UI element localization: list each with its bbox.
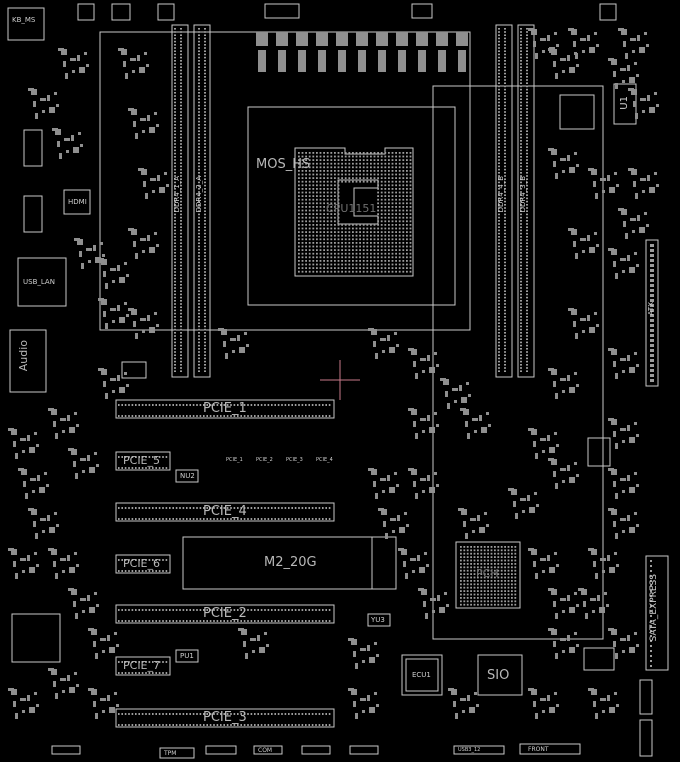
pcie-5-label: PCIE_5 (123, 454, 161, 467)
crosshair-cursor (320, 360, 360, 400)
mos-heatsink-outline (247, 106, 456, 306)
ecu1-chip (401, 654, 443, 696)
hdmi-label: HDMI (68, 198, 87, 206)
m2-label: M2_20G (264, 555, 317, 570)
sio-label: SIO (487, 668, 510, 683)
pcie-6-label: PCIE_6 (123, 557, 161, 570)
audio-label: Audio (17, 340, 30, 372)
sata-express-label: SATA_EXPRESS (649, 574, 659, 642)
atx-label: ATX (647, 302, 655, 316)
cpu-socket-label: CPU1151 (326, 202, 377, 215)
pch-chip (455, 541, 521, 609)
yu3-label: YU3 (371, 616, 385, 624)
pcie-2-label: PCIE_2 (203, 606, 247, 621)
ps-4-label: PCIE_4 (316, 457, 333, 463)
sata-express-connector (645, 555, 669, 671)
dimm-slot-4b (495, 24, 513, 378)
pch-label: PCH (476, 567, 499, 580)
dimm-slot-1a (171, 24, 189, 378)
atx-connector (645, 239, 659, 387)
dimm-1a-label: DDR4_1_A (173, 176, 181, 213)
front-header-label: FRONT (528, 746, 549, 753)
kb-ms-label: KB_MS (12, 16, 36, 24)
dimm-slot-3b (517, 24, 535, 378)
pcie-slot-2 (115, 604, 335, 624)
dimm-4b-label: DDR4_4_B (497, 176, 505, 213)
pcie-3-label: PCIE_3 (203, 710, 247, 725)
dimm-2a-label: DDR4_2_A (195, 176, 203, 213)
nu2-label: NU2 (180, 472, 195, 480)
usb3-header-label: USB3_12 (458, 747, 481, 753)
usb-lan-label: USB_LAN (23, 278, 55, 286)
pcie-slot-7 (115, 656, 171, 676)
mos-hs-label: MOS_HS (256, 157, 311, 172)
ps-1-label: PCIE_1 (226, 457, 243, 463)
pcie-1-label: PCIE_1 (203, 401, 247, 416)
pcie-slot-1 (115, 399, 335, 419)
cpu-socket-outline (294, 147, 414, 277)
pcie-slot-4 (115, 502, 335, 522)
pcie-7-label: PCIE_7 (123, 659, 161, 672)
pcie-4-label: PCIE_4 (203, 504, 247, 519)
pu1-label: PU1 (180, 652, 194, 660)
sio-chip (477, 654, 523, 696)
u1-label: U1 (619, 96, 630, 110)
dimm-3b-label: DDR4_3_B (519, 176, 527, 213)
dimm-slot-2a (193, 24, 211, 378)
ecu1-label: ECU1 (412, 671, 431, 679)
ps-3-label: PCIE_3 (286, 457, 303, 463)
audio-port (9, 329, 47, 393)
ps-2-label: PCIE_2 (256, 457, 273, 463)
kb-ms-port (7, 7, 45, 41)
pcie-slot-5 (115, 451, 171, 471)
usb-lan-port (17, 257, 67, 307)
tpm-header-label: TPM (164, 750, 177, 757)
pcie-slot-3 (115, 708, 335, 728)
com-header-label: COM (258, 747, 273, 754)
pcie-slot-6 (115, 554, 171, 574)
